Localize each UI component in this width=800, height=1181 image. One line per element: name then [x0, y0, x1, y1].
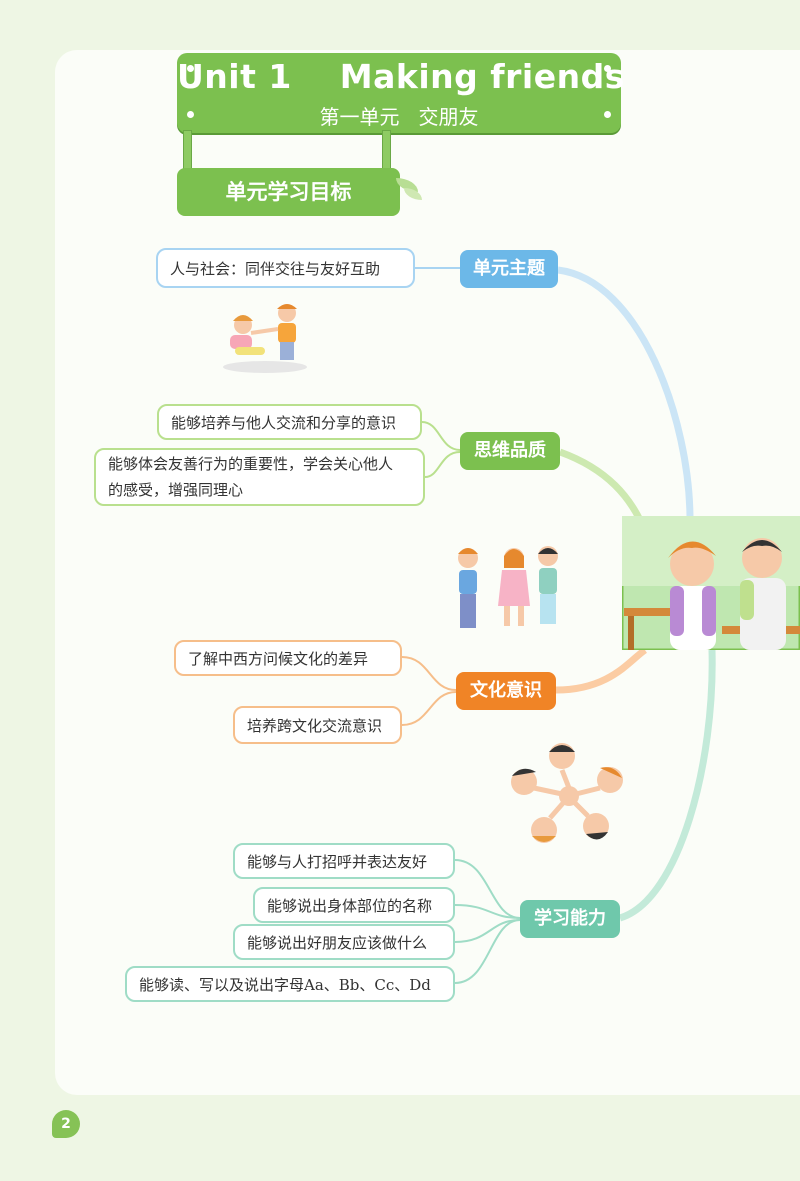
category-learning: 学习能力 [520, 900, 620, 938]
decor-dot [604, 111, 611, 118]
unit-goals-banner: 单元学习目标 [177, 168, 400, 216]
classroom-boys-illustration [622, 516, 800, 650]
unit-title-cn: 第一单元 交朋友 [319, 105, 479, 129]
decor-dot [187, 65, 194, 72]
kids-greeting-illustration [458, 546, 558, 628]
unit-title-banner: Unit 1 Making friends 第一单元 交朋友 [177, 53, 625, 133]
thinking-item-2-line2: 的感受，增强同理心 [108, 481, 244, 499]
category-theme: 单元主题 [460, 250, 558, 288]
culture-item-2: 培养跨文化交流意识 [233, 706, 402, 744]
category-culture: 文化意识 [456, 672, 556, 710]
kids-helping-illustration [223, 304, 307, 373]
decor-dot [187, 111, 194, 118]
decor-dot [604, 65, 611, 72]
unit-title-en: Unit 1 Making friends [177, 57, 625, 96]
thinking-item-2-line1: 能够体会友善行为的重要性，学会关心他人 [108, 455, 394, 473]
learning-item-1: 能够与人打招呼并表达友好 [233, 843, 455, 879]
learning-item-4: 能够读、写以及说出字母Aa、Bb、Cc、Dd [125, 966, 455, 1002]
thinking-item-1: 能够培养与他人交流和分享的意识 [157, 404, 422, 440]
page-number: 2 [52, 1110, 80, 1138]
kids-circle-illustration [511, 743, 623, 843]
thinking-item-2: 能够体会友善行为的重要性，学会关心他人 的感受，增强同理心 [94, 448, 425, 506]
category-thinking: 思维品质 [460, 432, 560, 470]
learning-item-3: 能够说出好朋友应该做什么 [233, 924, 455, 960]
theme-item-1: 人与社会：同伴交往与友好互助 [156, 248, 415, 288]
learning-item-2: 能够说出身体部位的名称 [253, 887, 455, 923]
culture-item-1: 了解中西方问候文化的差异 [174, 640, 402, 676]
